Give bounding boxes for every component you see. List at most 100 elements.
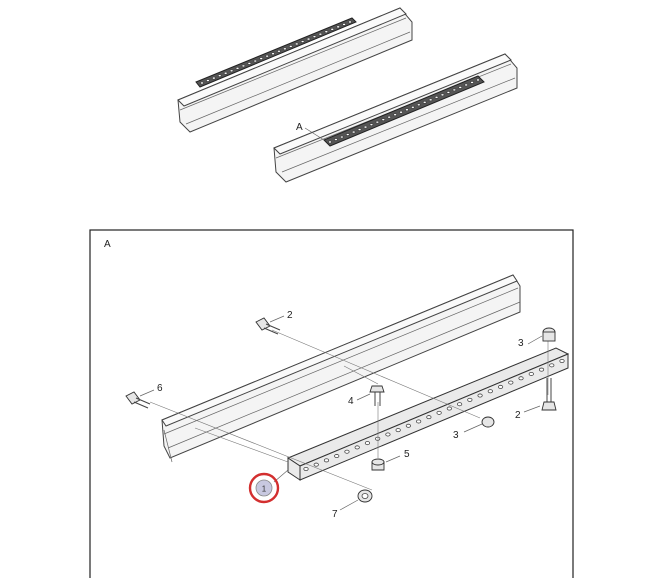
hole	[549, 363, 555, 368]
hole	[416, 419, 422, 424]
nut-3-upper	[542, 327, 556, 342]
hole	[434, 95, 439, 99]
hole	[497, 384, 504, 389]
callout-7: 7	[332, 509, 338, 520]
hole	[446, 90, 451, 94]
hole	[404, 108, 409, 112]
hole	[336, 25, 341, 29]
hole	[344, 449, 350, 454]
hole	[223, 71, 228, 75]
hole	[342, 22, 347, 26]
lower-rail-holes	[327, 78, 480, 144]
hole	[428, 98, 433, 102]
bolt-2-lower	[541, 378, 557, 411]
hole	[354, 445, 360, 450]
overview-illustration: A	[177, 7, 518, 183]
hole	[559, 358, 565, 363]
callout-1-badge	[255, 479, 273, 497]
hole	[363, 125, 368, 129]
hole	[247, 61, 252, 65]
view-a-label: A	[296, 122, 303, 133]
hole	[294, 42, 299, 46]
callout-1-highlight[interactable]: 1	[248, 472, 280, 504]
hole	[327, 140, 332, 144]
detail-rail	[161, 274, 521, 463]
hole	[199, 81, 204, 85]
hole	[313, 462, 319, 467]
hole	[467, 397, 473, 402]
hole	[347, 20, 352, 24]
hole	[385, 432, 391, 437]
hole	[306, 37, 311, 41]
upper-rail-holes	[199, 20, 352, 85]
hole	[369, 123, 374, 127]
hole	[334, 454, 340, 459]
detail-view-label: A	[104, 239, 111, 250]
hole	[323, 458, 330, 463]
hole	[399, 110, 404, 114]
hole	[395, 428, 401, 433]
hole	[324, 30, 329, 34]
hole	[333, 138, 338, 142]
hole	[426, 415, 432, 420]
hole	[276, 49, 281, 53]
hole	[318, 32, 323, 36]
hole	[235, 66, 240, 70]
hole	[538, 367, 545, 372]
hole	[253, 59, 258, 63]
hole	[303, 466, 309, 471]
hole	[312, 35, 317, 39]
hole	[452, 88, 457, 92]
hole	[440, 93, 445, 97]
hole	[518, 376, 524, 381]
hole	[351, 130, 356, 134]
hole	[217, 74, 222, 78]
hole	[393, 113, 398, 117]
callout-1: 1	[262, 485, 267, 494]
hole	[282, 47, 287, 51]
callout-2-upper: 2	[287, 310, 293, 321]
hole	[464, 83, 469, 87]
hole	[375, 120, 380, 124]
hole	[357, 128, 362, 132]
hole	[265, 54, 270, 58]
hole	[259, 57, 264, 61]
hole	[458, 85, 463, 89]
upper-rail	[177, 7, 413, 133]
hole	[508, 380, 514, 385]
bolt-4	[369, 385, 385, 406]
bolt-2-upper	[255, 317, 281, 335]
mounting-bar	[286, 347, 570, 481]
hole	[470, 80, 475, 84]
hole	[241, 64, 246, 68]
highlight-ring	[248, 472, 280, 504]
nut-7	[357, 489, 373, 503]
mounting-bar-holes	[303, 358, 565, 471]
hole	[475, 78, 480, 82]
view-a-leader	[304, 127, 325, 141]
hole	[345, 133, 350, 137]
hole	[288, 44, 293, 48]
hole	[381, 118, 386, 122]
callout-6: 6	[157, 383, 163, 394]
hole	[387, 115, 392, 119]
hole	[446, 406, 452, 411]
detail-view: A	[89, 229, 574, 578]
hole	[330, 27, 335, 31]
hole	[205, 79, 210, 83]
hole	[477, 393, 483, 398]
hole	[528, 371, 534, 376]
hole	[229, 69, 234, 73]
nut-3-lower	[481, 416, 495, 428]
hole	[410, 105, 415, 109]
lower-rail	[273, 53, 518, 183]
callout-3-upper: 3	[518, 338, 524, 349]
bolt-6	[125, 391, 151, 409]
callout-5: 5	[404, 449, 410, 460]
hole	[422, 100, 427, 104]
hole	[456, 402, 463, 407]
callout-4: 4	[348, 396, 354, 407]
hole	[300, 40, 305, 44]
hole	[211, 76, 216, 80]
hole	[364, 441, 371, 446]
